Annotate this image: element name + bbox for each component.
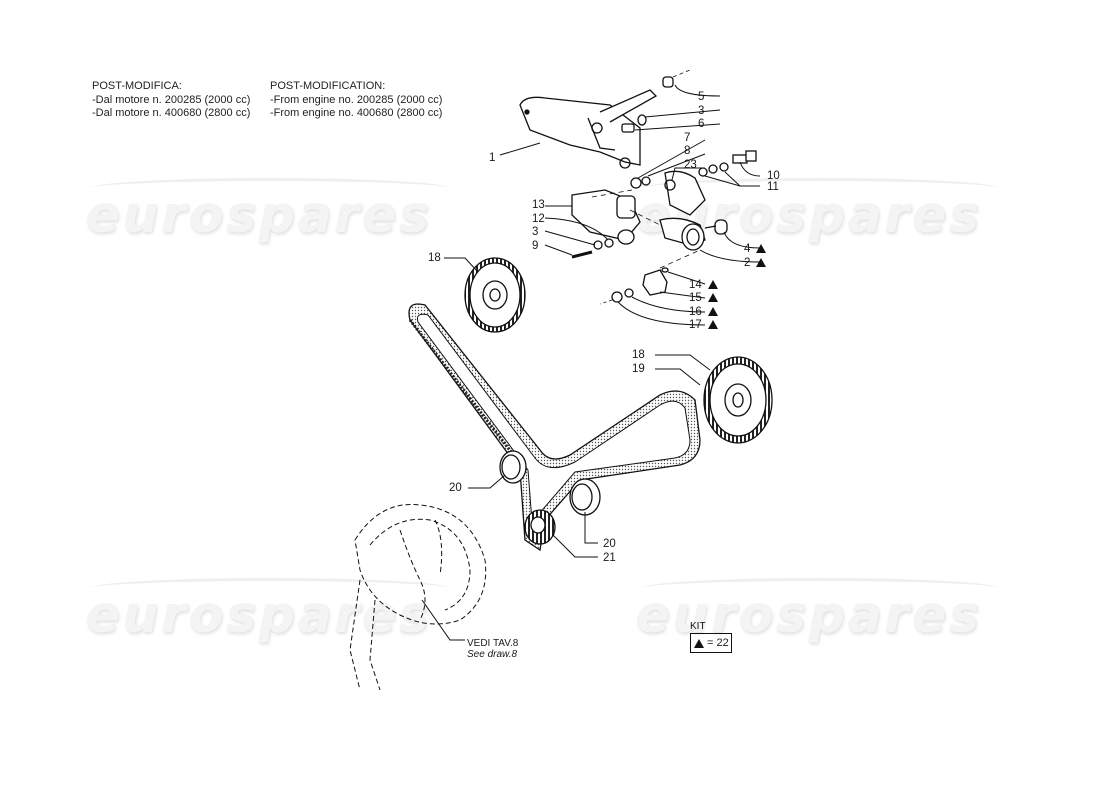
- idler-pulley-20-right: [569, 478, 601, 516]
- callout-17: 17: [689, 319, 718, 331]
- callout-18-right: 18: [632, 349, 645, 361]
- kit-triangle-icon: [756, 244, 767, 253]
- kit-triangle-icon: [707, 280, 718, 289]
- callout-12: 12: [532, 213, 545, 225]
- header-english-title: POST-MODIFICATION:: [270, 80, 386, 92]
- idler-pulley-20-left: [499, 450, 527, 484]
- kit-legend-box: = 22: [690, 633, 732, 653]
- kit-triangle-icon: [707, 320, 718, 329]
- callout-9: 9: [532, 240, 539, 252]
- callout-2: 2: [744, 257, 767, 269]
- callout-10: 10: [767, 170, 780, 182]
- callout-18-left: 18: [428, 252, 441, 264]
- callout-4-number: 4: [744, 243, 751, 255]
- callout-20-right: 20: [603, 538, 616, 550]
- callout-19: 19: [632, 363, 645, 375]
- header-italian: POST-MODIFICA: -Dal motore n. 200285 (20…: [92, 80, 250, 121]
- watermark-swoosh: [90, 578, 450, 599]
- tensioner-parts-13-12-3-9: [544, 189, 641, 259]
- see-drawing-italian: VEDI TAV.8: [467, 638, 519, 649]
- callout-6: 6: [698, 118, 705, 130]
- camshaft-sprocket-18-left: [464, 257, 526, 333]
- callout-23: 23: [684, 159, 697, 171]
- camshaft-sprocket-18-right: [703, 356, 773, 444]
- callout-14-number: 14: [689, 279, 702, 291]
- watermark-swoosh: [90, 178, 450, 199]
- callout-21: 21: [603, 552, 616, 564]
- kit-legend: KIT = 22: [690, 621, 732, 653]
- bracket-part-1: [499, 89, 658, 169]
- header-english-line-2: -From engine no. 400680 (2800 cc): [270, 107, 443, 119]
- engine-block-dashed: [349, 503, 487, 691]
- kit-legend-title: KIT: [690, 621, 706, 632]
- callout-14: 14: [689, 279, 718, 291]
- kit-triangle-icon: [756, 258, 767, 267]
- callout-15-number: 15: [689, 292, 702, 304]
- callout-20-left: 20: [449, 482, 462, 494]
- callout-17-number: 17: [689, 319, 702, 331]
- callout-16: 16: [689, 306, 718, 318]
- callout-15: 15: [689, 292, 718, 304]
- kit-triangle-icon: [707, 307, 718, 316]
- header-english: POST-MODIFICATION: -From engine no. 2002…: [270, 80, 442, 121]
- see-drawing-english: See draw.8: [467, 649, 518, 660]
- kit-triangle-icon: [694, 638, 704, 648]
- header-italian-line-2: -Dal motore n. 400680 (2800 cc): [92, 107, 251, 119]
- parts-2-4: [659, 217, 761, 263]
- callout-3: 3: [698, 105, 705, 117]
- timing-belt-19: [408, 303, 701, 552]
- kit-triangle-icon: [707, 293, 718, 302]
- header-english-line-1: -From engine no. 200285 (2000 cc): [270, 93, 443, 106]
- watermark-logo: eurospares: [86, 186, 433, 244]
- callout-3: 3: [532, 226, 539, 238]
- header-italian-title: POST-MODIFICA:: [92, 80, 182, 92]
- see-drawing-reference: VEDI TAV.8 See draw.8: [467, 638, 518, 660]
- kit-legend-text: = 22: [707, 637, 729, 649]
- callout-4: 4: [744, 243, 767, 255]
- parts-5-3-6: [621, 69, 721, 133]
- callout-11: 11: [767, 181, 779, 193]
- header-italian-line-1: -Dal motore n. 200285 (2000 cc): [92, 93, 251, 106]
- watermark-swoosh: [640, 578, 1000, 599]
- callout-1: 1: [489, 152, 496, 164]
- parts-14-17: [599, 267, 706, 326]
- watermark-swoosh: [640, 178, 1000, 199]
- callout-7: 7: [684, 132, 691, 144]
- crankshaft-sprocket-21: [524, 509, 556, 545]
- parts-7-8-23-10-11: [630, 139, 761, 216]
- callout-8: 8: [684, 145, 691, 157]
- callout-5: 5: [698, 91, 705, 103]
- callout-13: 13: [532, 199, 545, 211]
- callout-2-number: 2: [744, 257, 751, 269]
- watermark-logo: eurospares: [636, 586, 983, 644]
- callout-16-number: 16: [689, 306, 702, 318]
